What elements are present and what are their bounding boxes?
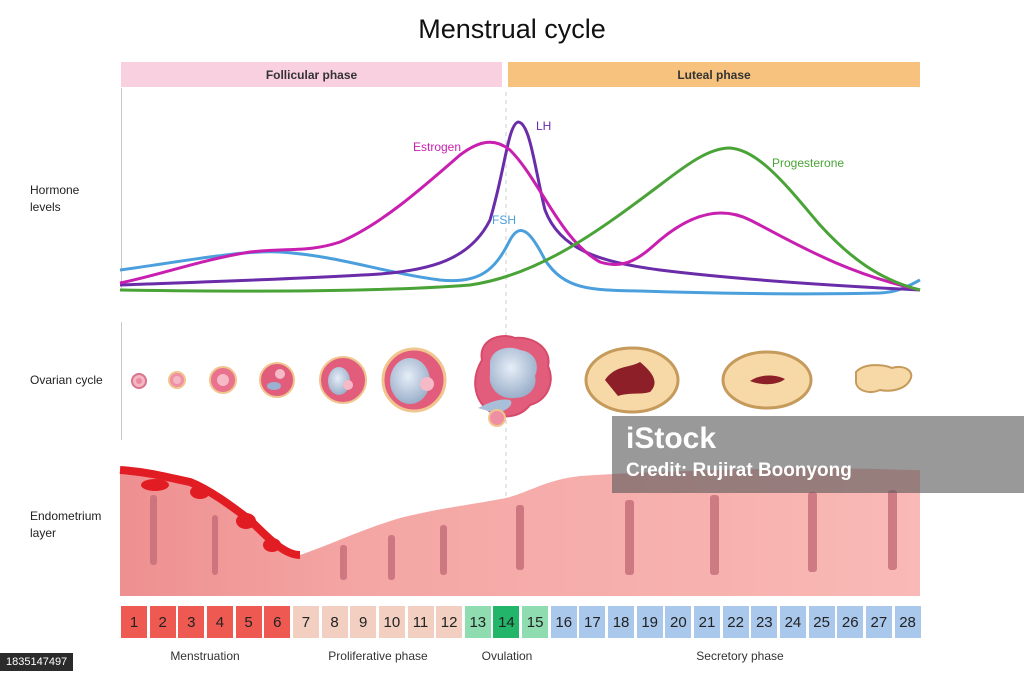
day-15: 15 xyxy=(522,606,549,638)
estrogen-label: Estrogen xyxy=(413,140,461,154)
hormone-levels-label: Hormone levels xyxy=(30,183,80,214)
day-14: 14 xyxy=(493,606,520,638)
endometrium-layer xyxy=(119,466,920,596)
day-22: 22 xyxy=(722,606,749,638)
day-6: 6 xyxy=(264,606,291,638)
day-10: 10 xyxy=(378,606,405,638)
day-16: 16 xyxy=(550,606,577,638)
day-2: 2 xyxy=(149,606,176,638)
day-13: 13 xyxy=(464,606,491,638)
lh-label: LH xyxy=(536,119,551,133)
page-title: Menstrual cycle xyxy=(418,14,606,44)
follicular-phase-bar: Follicular phase xyxy=(121,62,502,87)
hormone-axis-line xyxy=(121,88,122,290)
secretory-label: Secretory phase xyxy=(696,649,784,663)
ovarian-axis-line xyxy=(121,322,122,440)
endometrium-layer-label: Endometrium layer xyxy=(30,509,102,540)
day-18: 18 xyxy=(608,606,635,638)
day-5: 5 xyxy=(235,606,262,638)
menstruation-label: Menstruation xyxy=(170,649,240,663)
day-1: 1 xyxy=(121,606,147,638)
day-8: 8 xyxy=(321,606,348,638)
progesterone-label: Progesterone xyxy=(772,156,844,170)
day-27: 27 xyxy=(865,606,892,638)
day-28: 28 xyxy=(894,606,921,638)
day-26: 26 xyxy=(837,606,864,638)
day-12: 12 xyxy=(436,606,463,638)
day-21: 21 xyxy=(694,606,720,638)
image-id-badge: 1835147497 xyxy=(0,653,74,671)
day-17: 17 xyxy=(579,606,606,638)
proliferative-label: Proliferative phase xyxy=(328,649,428,663)
day-19: 19 xyxy=(636,606,663,638)
watermark-credit: Credit: Rujirat Boonyong xyxy=(626,460,852,481)
lh-curve xyxy=(119,120,921,292)
fsh-curve xyxy=(119,229,921,296)
day-23: 23 xyxy=(751,606,778,638)
watermark-brand: iStock xyxy=(626,422,717,455)
day-4: 4 xyxy=(206,606,233,638)
ovulation-label: Ovulation xyxy=(481,649,533,663)
day-20: 20 xyxy=(665,606,692,638)
day-24: 24 xyxy=(779,606,806,638)
estrogen-curve xyxy=(119,140,921,292)
fsh-label: FSH xyxy=(492,213,516,227)
day-9: 9 xyxy=(350,606,377,638)
day-3: 3 xyxy=(178,606,205,638)
luteal-phase-bar: Luteal phase xyxy=(508,62,920,87)
day-7: 7 xyxy=(292,606,319,638)
ovarian-cycle-label: Ovarian cycle xyxy=(30,373,103,387)
watermark: iStock Credit: Rujirat Boonyong xyxy=(612,416,1024,493)
progesterone-curve xyxy=(119,146,921,293)
day-11: 11 xyxy=(407,606,434,638)
follicle-stages xyxy=(131,335,552,427)
corpus-luteum-stages xyxy=(584,346,913,414)
day-25: 25 xyxy=(808,606,835,638)
